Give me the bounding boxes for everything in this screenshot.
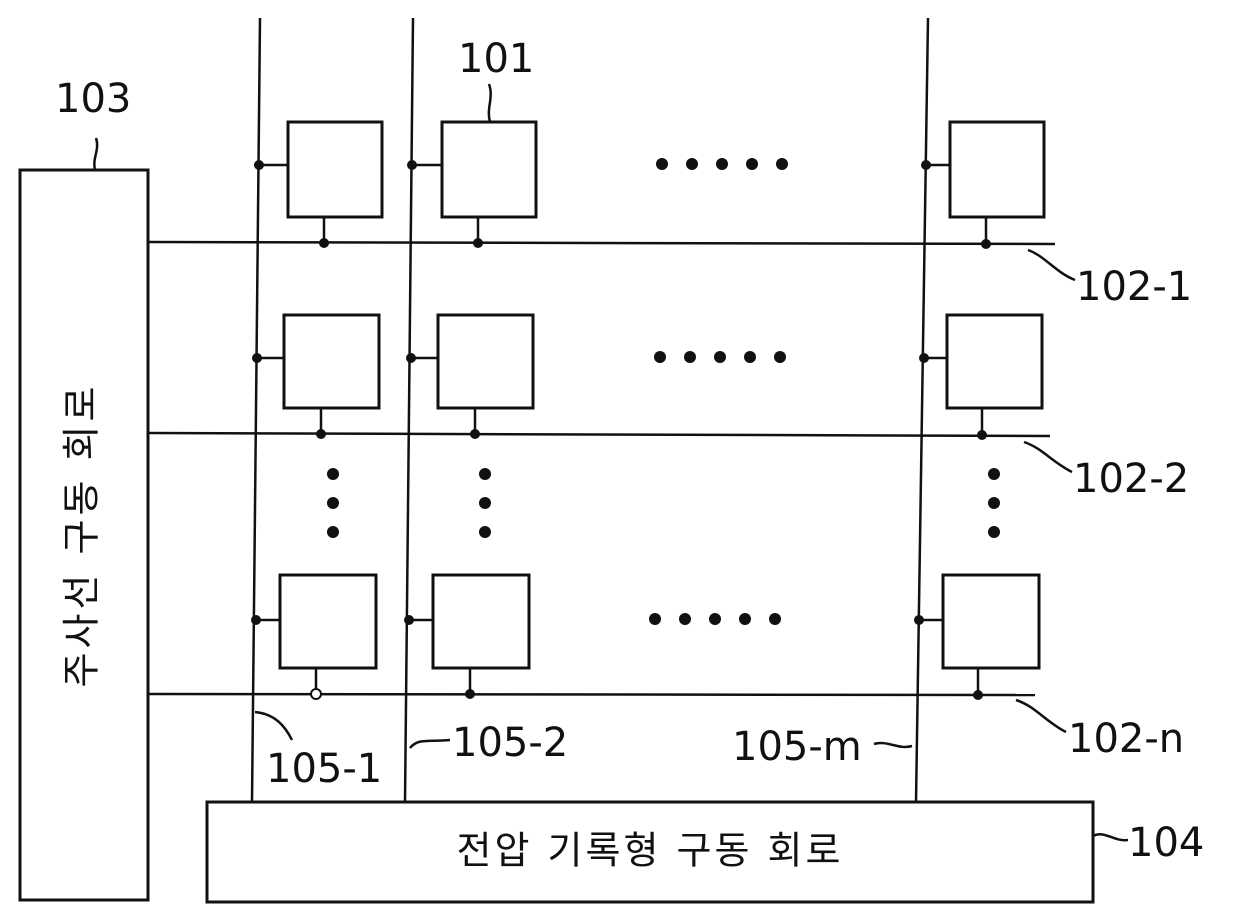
scan-line-2 bbox=[148, 433, 1050, 436]
leader-102-1 bbox=[1028, 250, 1075, 280]
label-102-2: 102-2 bbox=[1073, 456, 1189, 502]
pixel-cell bbox=[442, 122, 536, 217]
pixel-cell bbox=[280, 575, 376, 668]
ellipsis-dots bbox=[649, 613, 781, 625]
label-105-1: 105-1 bbox=[266, 746, 382, 792]
leader-105-2 bbox=[410, 740, 450, 748]
pixel-cell bbox=[284, 315, 379, 408]
ellipsis-dots bbox=[656, 158, 788, 170]
leader-102-2 bbox=[1024, 442, 1072, 472]
leader-101 bbox=[489, 84, 491, 122]
leader-103 bbox=[94, 138, 97, 170]
label-102-1: 102-1 bbox=[1076, 264, 1192, 310]
leader-104 bbox=[1093, 834, 1128, 840]
data-line-m bbox=[916, 18, 928, 802]
label-101: 101 bbox=[458, 36, 534, 82]
label-102-n: 102-n bbox=[1068, 716, 1184, 762]
vertical-ellipsis-dots bbox=[327, 468, 1000, 538]
pixel-cell bbox=[433, 575, 529, 668]
label-105-m: 105-m bbox=[732, 724, 862, 770]
data-driver-text: 전압 기록형 구동 회로 bbox=[457, 829, 844, 873]
data-line-1 bbox=[252, 18, 260, 802]
pixel-row-n bbox=[251, 575, 1039, 700]
leader-105-m bbox=[874, 743, 912, 747]
leader-102-n bbox=[1016, 700, 1066, 732]
label-103: 103 bbox=[55, 76, 131, 122]
pixel-cell bbox=[943, 575, 1039, 668]
scan-line-1 bbox=[148, 242, 1055, 244]
ellipsis-dots bbox=[654, 351, 786, 363]
scan-driver-text: 주사선 구동 회로 bbox=[60, 383, 104, 688]
scan-line-n bbox=[148, 694, 1035, 695]
label-105-2: 105-2 bbox=[452, 720, 568, 766]
pixel-cell bbox=[288, 122, 382, 217]
data-line-2 bbox=[405, 18, 413, 802]
pixel-cell bbox=[950, 122, 1044, 217]
leader-105-1 bbox=[255, 712, 292, 740]
pixel-cell bbox=[947, 315, 1042, 408]
label-104: 104 bbox=[1128, 820, 1204, 866]
pixel-cell bbox=[438, 315, 533, 408]
